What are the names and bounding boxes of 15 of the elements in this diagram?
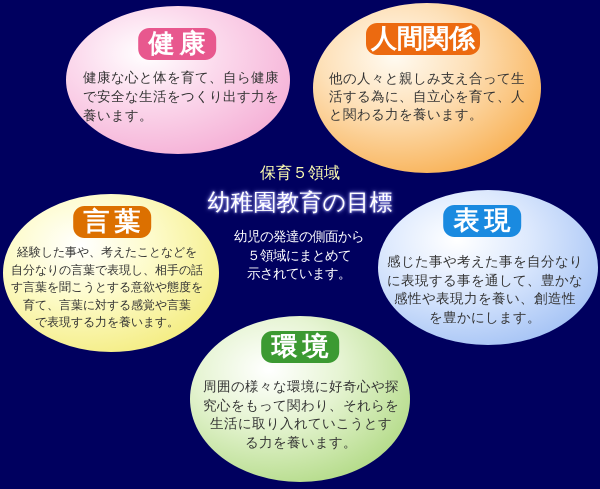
- heading-badge: 健康: [138, 28, 216, 60]
- oval-bubble: [66, 6, 290, 154]
- bubble-text: 経験した事や、考えたことなどを自分なりの言葉で表現し、相手の話す言葉を聞こうとする意欲や態度を育て、言葉に対する感覚や言葉で表現する力を養います。: [11, 244, 203, 331]
- bubble-text: 他の人々と親しみ支え合って生活する為に、自立心を育て、人と関わる力を養います。: [329, 71, 525, 124]
- heading-badge: 人間関係: [366, 23, 480, 55]
- bubble-text: 周囲の様々な環境に好奇心や探究心をもって関わり、それらを生活に取り入れていこうとする力を養います。: [203, 378, 399, 453]
- description-text: 幼児の発達の側面から５領域にまとめて示されています。: [234, 229, 364, 284]
- oval-bubble: [190, 316, 410, 482]
- bubble-text: 健康な心と体を育て、自ら健康で安全な生活をつくり出す力を養います。: [83, 69, 279, 126]
- subtitle: 保育５領域: [260, 162, 340, 184]
- title: 幼稚園教育の目標: [208, 189, 392, 218]
- heading-badge: 言葉: [73, 206, 151, 238]
- heading-badge: 環境: [261, 331, 339, 363]
- heading-badge: 表現: [443, 205, 521, 237]
- bubble-text: 感じた事や考えた事を自分なりに表現する事を通して、豊かな感性や表現力を養い、創造性を豊かにします。: [387, 253, 583, 328]
